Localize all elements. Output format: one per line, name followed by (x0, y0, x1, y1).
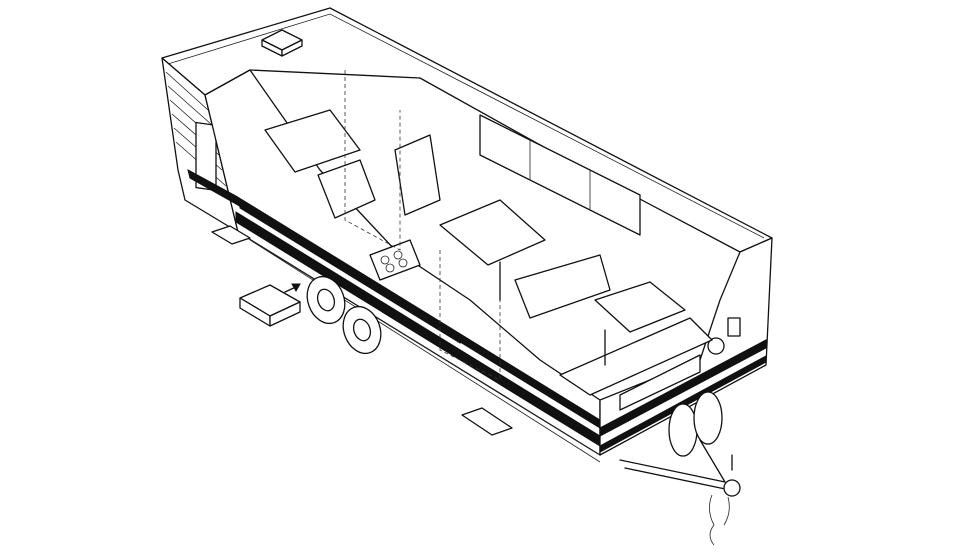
sofa (514, 254, 611, 319)
arrow-icon (284, 283, 301, 293)
hitch-assembly (619, 391, 741, 546)
stripe (239, 199, 461, 344)
front-bench (559, 317, 713, 396)
entry-door (195, 121, 217, 192)
stove (369, 239, 421, 281)
front-table (594, 281, 686, 333)
rear-step (211, 225, 251, 245)
side-step (461, 407, 513, 436)
dinette-table (439, 199, 546, 266)
wheels (306, 275, 382, 355)
stripe (235, 211, 601, 447)
interior (264, 70, 713, 396)
upper-cabinets (479, 114, 641, 236)
removable-box (239, 284, 301, 327)
roof-vent (261, 29, 303, 57)
